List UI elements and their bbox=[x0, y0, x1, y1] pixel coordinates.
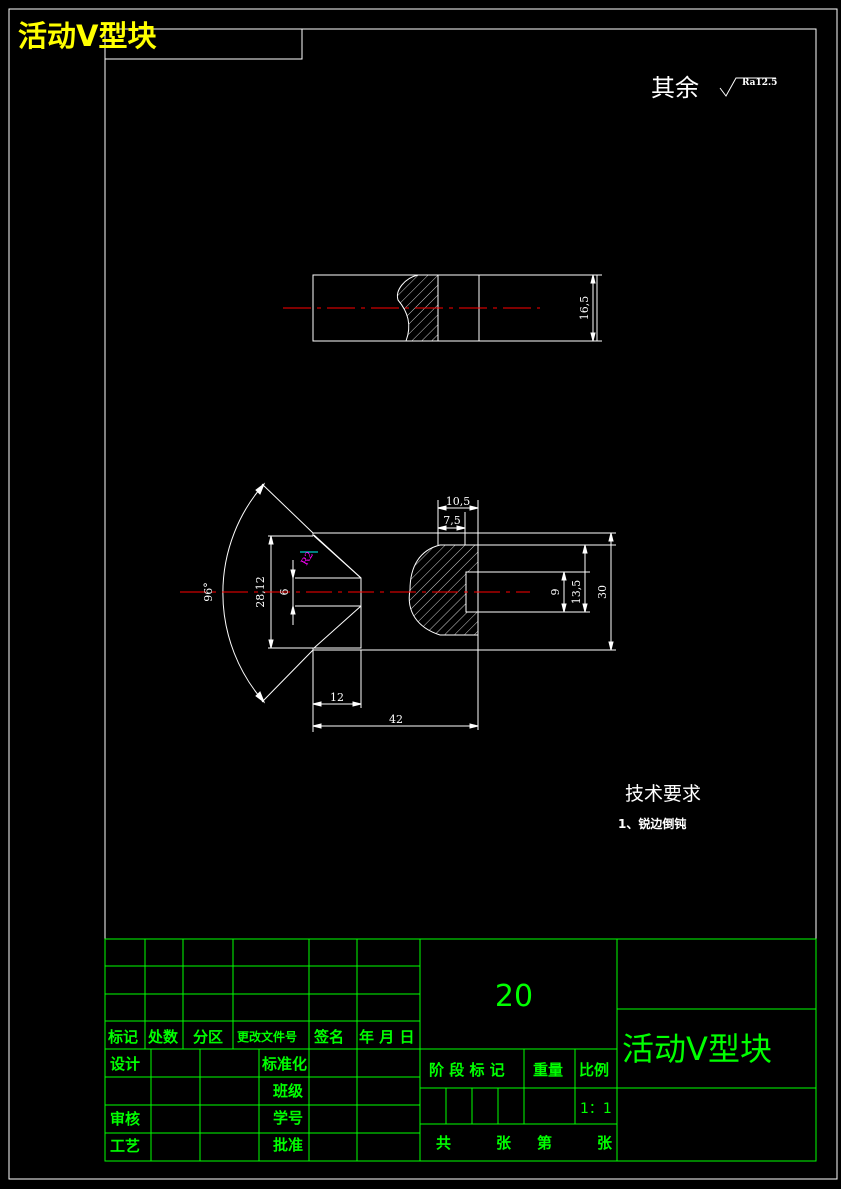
dim-radius: R2 bbox=[300, 550, 316, 568]
roughness-value: Ra12.5 bbox=[742, 78, 777, 88]
weight-header: 重量 bbox=[533, 1061, 563, 1079]
header-date: 年 月 日 bbox=[359, 1028, 414, 1046]
sheet-unit-1: 张 bbox=[496, 1134, 512, 1152]
outer-frame bbox=[8, 8, 838, 1180]
dim-height-30: 30 bbox=[596, 585, 609, 599]
row-process: 工艺 bbox=[110, 1137, 140, 1155]
dim-width-7: 7,5 bbox=[443, 514, 461, 527]
sheet-unit-2: 张 bbox=[597, 1134, 613, 1152]
top-view bbox=[312, 274, 602, 342]
row-design: 设计 bbox=[110, 1055, 140, 1073]
title-block-text: 标记 处数 分区 更改文件号 签名 年 月 日 设计 审核 工艺 标准化 班级 … bbox=[107, 1028, 613, 1155]
header-mark: 标记 bbox=[107, 1028, 138, 1046]
dim-height-a: 28,12 bbox=[254, 576, 267, 608]
title-block bbox=[104, 938, 817, 1162]
front-view bbox=[222, 482, 616, 732]
header-count: 处数 bbox=[147, 1028, 179, 1046]
dim-slot-9: 9 bbox=[549, 589, 562, 596]
corner-title-box bbox=[104, 28, 303, 60]
row-approve: 批准 bbox=[273, 1136, 303, 1154]
row-student-id: 学号 bbox=[273, 1109, 303, 1127]
sheet-number-label: 第 bbox=[537, 1134, 552, 1152]
dim-slot-13: 13,5 bbox=[570, 580, 583, 605]
scale-header: 比例 bbox=[579, 1061, 609, 1079]
drawing-number: 20 bbox=[495, 979, 533, 1014]
tech-req-title: 技术要求 bbox=[625, 783, 701, 805]
sheet-total-label: 共 bbox=[436, 1134, 451, 1152]
roughness-prefix: 其余 bbox=[651, 74, 699, 102]
dim-width-10: 10,5 bbox=[446, 495, 471, 508]
dim-angle: 96° bbox=[202, 582, 215, 602]
row-class: 班级 bbox=[273, 1082, 304, 1100]
part-name: 活动V型块 bbox=[622, 1030, 772, 1068]
tech-req-item: 1、锐边倒钝 bbox=[618, 816, 686, 831]
stage-mark-header: 阶 段 标 记 bbox=[429, 1061, 505, 1079]
dim-height-b: 6 bbox=[278, 589, 291, 596]
row-standardization: 标准化 bbox=[261, 1055, 307, 1073]
dim-length-42: 42 bbox=[389, 713, 403, 726]
roughness-icon bbox=[719, 77, 776, 97]
header-signature: 签名 bbox=[313, 1028, 344, 1046]
header-change-doc: 更改文件号 bbox=[237, 1029, 297, 1044]
row-review: 审核 bbox=[110, 1110, 140, 1128]
header-zone: 分区 bbox=[193, 1028, 223, 1046]
dim-top-height: 16,5 bbox=[578, 296, 591, 321]
scale-value: 1：1 bbox=[580, 1101, 612, 1117]
dim-length-12: 12 bbox=[330, 691, 344, 704]
corner-title: 活动V型块 bbox=[18, 19, 156, 53]
